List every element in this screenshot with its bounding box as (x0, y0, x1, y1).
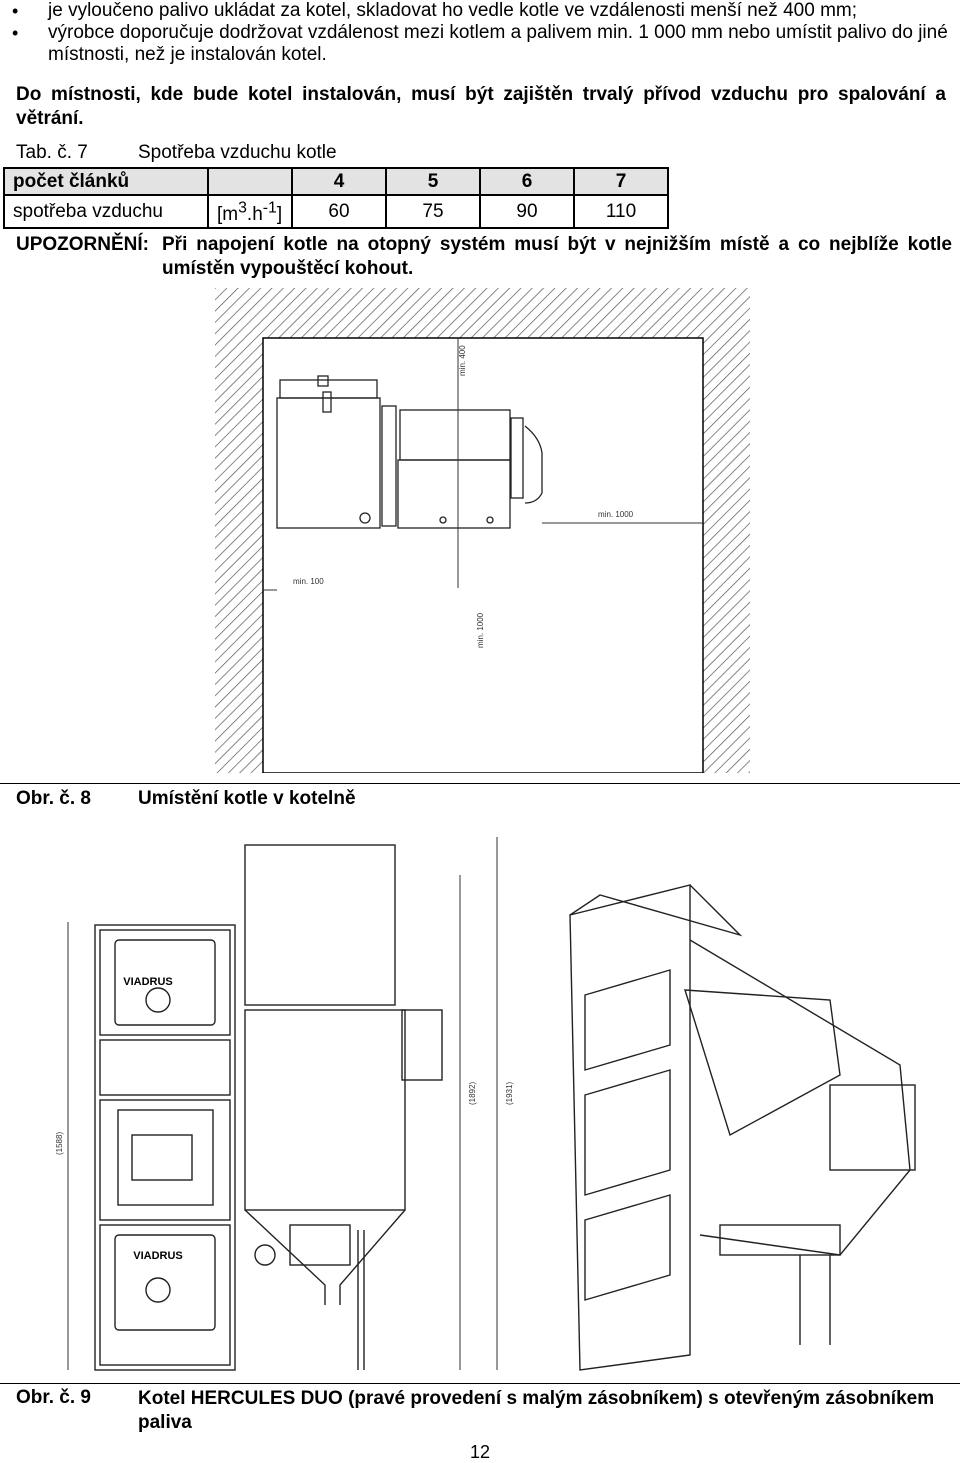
table-header-cell: 6 (479, 167, 575, 196)
dim-min-1000-right: min. 1000 (598, 510, 634, 519)
table-header-cell: 5 (385, 167, 481, 196)
figure9-number: Obr. č. 9 (16, 1387, 91, 1408)
page-number: 12 (469, 1442, 491, 1462)
room-floor (262, 337, 704, 773)
boiler-room-plan: min. 400 min. 1000 min. 100 min. 1000 (215, 288, 750, 773)
dim-1588: (1588) (55, 1132, 64, 1155)
table-number: Tab. č. 7 (16, 142, 88, 163)
figure8-number: Obr. č. 8 (16, 788, 91, 809)
dim-min-1000-bottom: min. 1000 (476, 612, 485, 648)
dim-min-100: min. 100 (293, 577, 324, 586)
boiler-front-view (94, 844, 443, 1371)
table-cell: 60 (291, 193, 387, 230)
table-cell: 110 (573, 193, 669, 230)
table-cell: 90 (479, 193, 575, 230)
table-row: spotřeba vzduchu [m3.h-1] 60 75 90 110 (3, 193, 669, 230)
bullet-item-1: je vyloučeno palivo ukládat za kotel, sk… (0, 0, 960, 22)
bullet-list: je vyloučeno palivo ukládat za kotel, sk… (0, 0, 960, 66)
dim-1892: (1892) (468, 1082, 477, 1105)
table-row-unit: [m3.h-1] (207, 193, 293, 230)
boiler-drawings: (1588) (1892) (1931) VIADRUS VIADRUS (55, 837, 916, 1371)
warning-label: UPOZORNĚNÍ: (16, 234, 149, 255)
table-header-cell: 4 (291, 167, 387, 196)
table-title: Spotřeba vzduchu kotle (138, 142, 337, 163)
table-header-label: počet článků (3, 167, 209, 196)
figure8-title: Umístění kotle v kotelně (138, 788, 356, 809)
boiler-top-view (276, 375, 543, 529)
air-consumption-table: počet článků 4 5 6 7 spotřeba vzduchu [m… (3, 167, 669, 230)
dim-1931: (1931) (505, 1082, 514, 1105)
table-row-label: spotřeba vzduchu (3, 193, 209, 230)
table-header-cell: 7 (573, 167, 669, 196)
brand-logo: VIADRUS (123, 976, 173, 988)
air-supply-paragraph: Do místnosti, kde bude kotel instalován,… (16, 84, 946, 129)
brand-logo: VIADRUS (133, 1250, 183, 1262)
bullet-item-2: výrobce doporučuje dodržovat vzdálenost … (0, 22, 960, 66)
table-cell: 75 (385, 193, 481, 230)
wall-hatching (215, 288, 750, 773)
dim-min-400: min. 400 (458, 345, 467, 376)
warning-text: Při napojení kotle na otopný systém musí… (162, 234, 952, 279)
table-header-empty (207, 167, 293, 196)
figure9-title: Kotel HERCULES DUO (pravé provedení s ma… (138, 1388, 935, 1433)
table-header-row: počet článků 4 5 6 7 (3, 167, 669, 196)
unit-text: [m3.h-1] (217, 200, 283, 226)
dimension-lines (263, 338, 703, 591)
figure8-rule (0, 783, 960, 784)
boiler-isometric-view (569, 884, 916, 1371)
figure9-rule (0, 1383, 960, 1384)
height-dimensions (67, 837, 498, 1370)
